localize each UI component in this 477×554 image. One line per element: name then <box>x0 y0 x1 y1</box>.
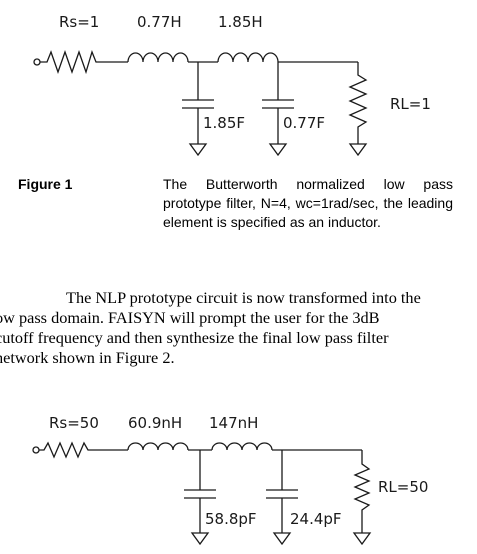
body-paragraph: The NLP prototype circuit is now transfo… <box>0 288 477 368</box>
figure-2-schematic: Rs=50 60.9nH 147nH 58.8pF 24.4pF RL=50 <box>0 400 477 554</box>
label-l1: 0.77H <box>137 13 182 31</box>
label-l2: 1.85H <box>218 13 263 31</box>
inductor-l1 <box>127 52 189 63</box>
body-line: cutoff frequency and then synthesize the… <box>0 328 389 347</box>
inductor-l1 <box>127 442 189 451</box>
label-rl: RL=1 <box>390 95 431 113</box>
capacitor-c2 <box>266 450 298 546</box>
label-l2: 147nH <box>209 414 258 432</box>
label-rs: Rs=50 <box>49 414 99 432</box>
label-rs: Rs=1 <box>59 13 99 31</box>
capacitor-c1 <box>184 450 216 546</box>
load-resistor <box>352 450 372 546</box>
label-rl: RL=50 <box>378 478 428 496</box>
body-line: network shown in Figure 2. <box>0 348 175 367</box>
body-line: The NLP prototype circuit is now transfo… <box>66 288 421 307</box>
input-terminal <box>32 446 40 454</box>
inductor-l2 <box>211 442 273 451</box>
label-l1: 60.9nH <box>128 414 182 432</box>
load-resistor <box>348 62 368 157</box>
source-resistor <box>40 50 128 75</box>
label-c2: 24.4pF <box>290 510 342 528</box>
label-c2: 0.77F <box>283 114 325 132</box>
figure-1-label: Figure 1 <box>18 176 73 192</box>
capacitor-c1 <box>182 62 214 157</box>
input-terminal <box>33 58 41 66</box>
body-line: ow pass domain. FAISYN will prompt the u… <box>0 308 380 327</box>
capacitor-c2 <box>262 62 294 157</box>
figure-1-schematic: Rs=1 0.77H 1.85H 1.85F 0.77F RL=1 <box>0 0 477 170</box>
label-c1: 58.8pF <box>205 510 257 528</box>
inductor-l2 <box>217 52 279 63</box>
label-c1: 1.85F <box>203 114 245 132</box>
source-resistor <box>39 441 128 459</box>
figure-1-caption: The Butterworth normalized low pass prot… <box>163 176 453 230</box>
